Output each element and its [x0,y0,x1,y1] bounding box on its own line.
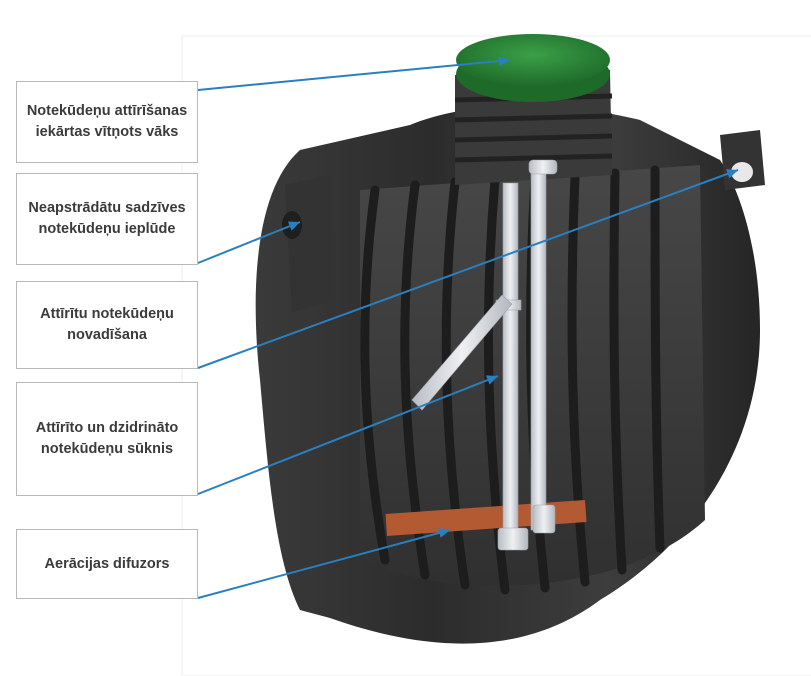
label-text-clarified-pump: Attīrīto un dzidrināto notekūdeņu sūknis [35,420,179,457]
pipe-network [411,159,558,551]
label-threaded-lid: Notekūdeņu attīrīšanas iekārtas vītņots … [16,81,198,163]
leader-clarified-pump-arrowhead [485,375,498,385]
leader-lines [197,56,739,599]
leader-treated-outlet [197,169,739,369]
label-text-raw-sewage-inlet: Neapstrādātu sadzīves notekūdeņu ieplūde [28,200,186,237]
outlet-port [731,162,753,182]
leader-raw-sewage-inlet-arrowhead [287,221,300,231]
lid-top [456,34,610,86]
leader-raw-sewage-inlet [197,221,301,264]
label-text-aeration-diffuser: Aerācijas difuzors [44,555,170,572]
label-text-threaded-lid: Notekūdeņu attīrīšanas iekārtas vītņots … [26,103,188,140]
label-aeration-diffuser: Aerācijas difuzors [16,529,198,599]
neck-threads [454,93,613,163]
leader-threaded-lid [197,59,511,91]
leader-aeration-diffuser-arrowhead [438,528,450,538]
septic-tank [255,34,765,644]
leader-aeration-diffuser [197,529,451,599]
inlet-block [285,175,335,312]
leader-clarified-pump [197,375,499,495]
leader-treated-outlet-arrowhead [725,169,738,179]
label-treated-outlet: Attīrītu notekūdeņu novadīšana [16,281,198,369]
label-clarified-pump: Attīrīto un dzidrināto notekūdeņu sūknis [16,382,198,496]
label-text-treated-outlet: Attīrītu notekūdeņu novadīšana [40,306,174,343]
label-raw-sewage-inlet: Neapstrādātu sadzīves notekūdeņu ieplūde [16,173,198,265]
leader-threaded-lid-arrowhead [498,56,510,67]
